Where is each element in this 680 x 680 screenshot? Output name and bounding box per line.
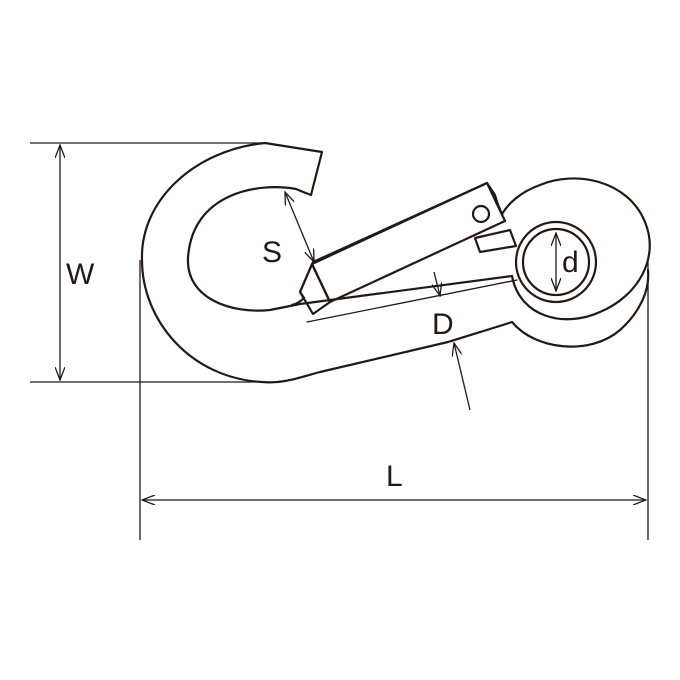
- wire-diameter-upper-arrow: [434, 271, 440, 296]
- gate-opening-label: S: [262, 236, 282, 269]
- hook-outer-curve: [140, 141, 514, 384]
- length-label: L: [386, 460, 403, 493]
- gate-hinge-block: [473, 228, 518, 254]
- gate-opening-dimension-line: [285, 192, 314, 262]
- eye-inner-ring: [521, 227, 591, 297]
- eye-d-label: d: [562, 246, 579, 279]
- eye-lower-outline: [510, 268, 650, 348]
- gate-tip: [298, 262, 332, 316]
- body-inner-line: [306, 279, 518, 323]
- gate-pivot-pin: [471, 204, 491, 224]
- eye: d: [514, 220, 598, 304]
- wire-diameter-label: D: [432, 308, 454, 341]
- wire-diameter-lower-arrow: [454, 343, 471, 411]
- gate-opening-dimension: S: [262, 192, 314, 269]
- wire-diameter-dimension: D: [432, 271, 471, 411]
- eye-outer-ring: [514, 220, 598, 304]
- length-dimension: L: [139, 260, 649, 540]
- spring-gate: [298, 181, 518, 316]
- width-label: W: [66, 258, 95, 291]
- width-dimension: W: [30, 142, 262, 383]
